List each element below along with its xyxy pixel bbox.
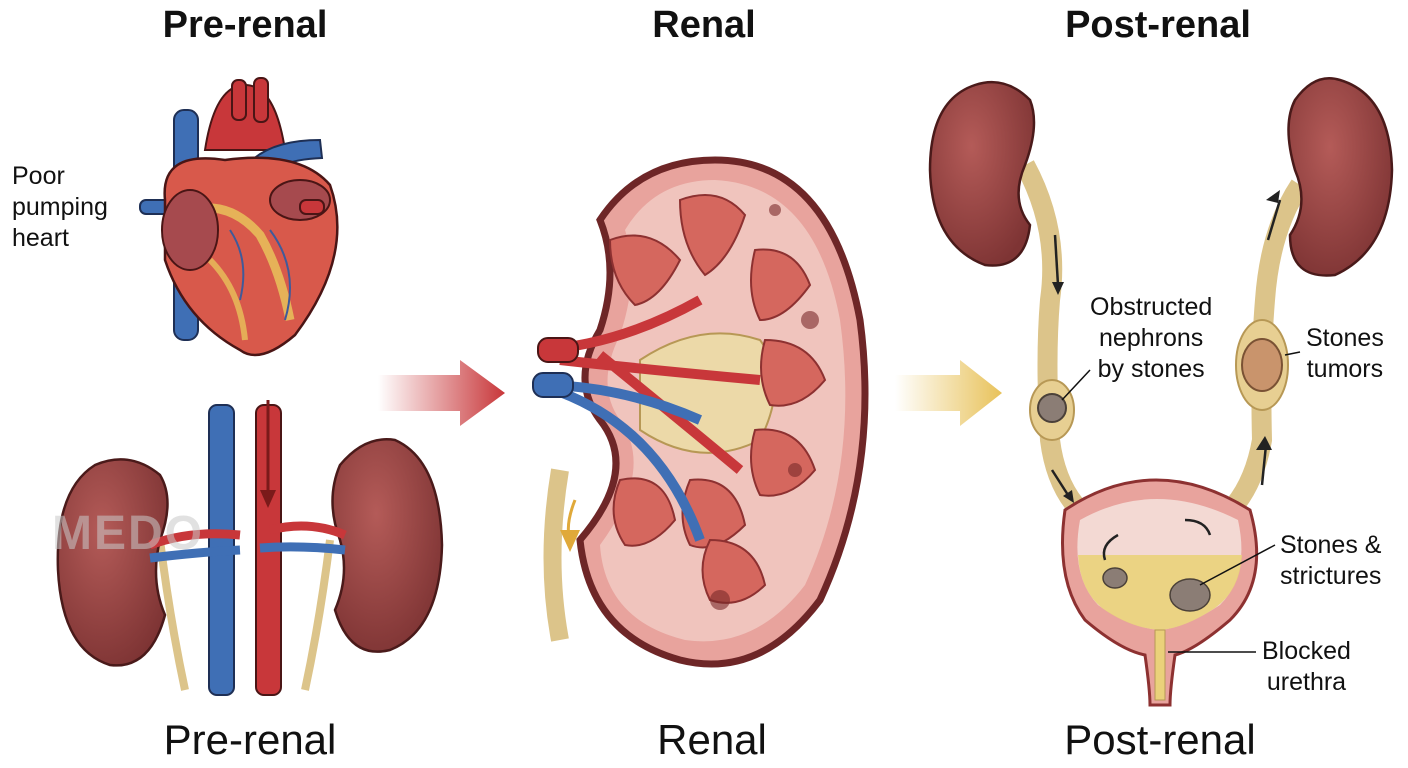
label-poor-pumping-heart: Poor pumping heart xyxy=(12,161,108,254)
label-obstructed-nephrons: Obstructed nephrons by stones xyxy=(1090,292,1212,385)
label-line: tumors xyxy=(1306,355,1384,383)
postrenal-urinary-tract xyxy=(928,77,1394,707)
caption-post-renal: Post-renal xyxy=(1064,716,1256,763)
caption-renal: Renal xyxy=(657,716,767,763)
prerenal-kidneys xyxy=(56,400,444,696)
label-line: Stones & xyxy=(1280,531,1382,559)
label-line: pumping xyxy=(12,193,108,221)
heart-illustration xyxy=(139,77,339,357)
label-line: urethra xyxy=(1266,668,1347,696)
watermark: MEDO xyxy=(52,507,204,560)
label-line: strictures xyxy=(1280,562,1382,590)
label-stones-strictures: Stones & strictures xyxy=(1280,530,1381,592)
caption-pre-renal: Pre-renal xyxy=(163,716,337,763)
title-post-renal: Post-renal xyxy=(1065,4,1251,46)
red-arrow xyxy=(378,360,505,426)
title-pre-renal: Pre-renal xyxy=(162,4,328,46)
label-line: Stones xyxy=(1306,324,1384,352)
yellow-arrow xyxy=(895,360,1002,426)
label-line: nephrons xyxy=(1099,324,1204,352)
title-renal: Renal xyxy=(652,4,756,46)
label-line: Obstructed xyxy=(1090,293,1213,321)
renal-kidney-section xyxy=(532,156,869,668)
label-line: heart xyxy=(12,224,69,252)
label-line: Poor xyxy=(12,162,65,190)
label-stones-tumors: Stones tumors xyxy=(1306,323,1384,385)
label-line: by stones xyxy=(1097,355,1205,383)
label-blocked-urethra: Blocked urethra xyxy=(1262,636,1351,698)
label-line: Blocked xyxy=(1262,637,1351,665)
